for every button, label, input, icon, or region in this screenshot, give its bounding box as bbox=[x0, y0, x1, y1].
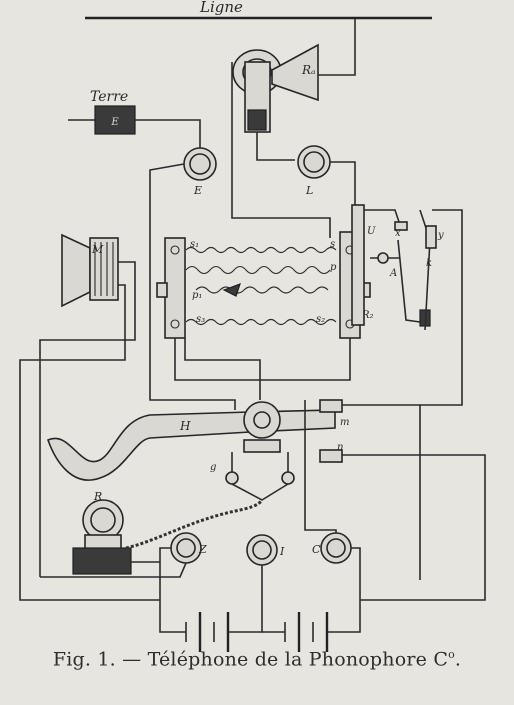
label-x: x bbox=[395, 228, 401, 239]
binding-post-i: I bbox=[246, 534, 285, 600]
label-r: R bbox=[93, 490, 102, 503]
label-u: U bbox=[367, 226, 376, 237]
label-m: M bbox=[91, 243, 104, 256]
label-m-contact: m bbox=[340, 417, 349, 428]
caption-fig-num: Fig. 1. bbox=[52, 648, 116, 671]
binding-post-e: E bbox=[183, 147, 217, 197]
label-i: I bbox=[279, 545, 285, 558]
label-p1: p₁ bbox=[192, 290, 202, 301]
hook-lever-h: H m n bbox=[47, 399, 486, 601]
label-z: Z bbox=[198, 543, 207, 556]
ground-terre: E Terre bbox=[68, 89, 201, 148]
label-l-post: L bbox=[305, 184, 313, 197]
label-s1: s₁ bbox=[190, 239, 199, 250]
binding-post-l: L bbox=[256, 132, 356, 205]
label-k: k bbox=[426, 258, 432, 269]
label-y: y bbox=[437, 230, 444, 241]
binding-post-z: Z bbox=[159, 532, 207, 600]
microphone-m: M bbox=[19, 233, 160, 601]
label-terre: Terre bbox=[90, 89, 128, 105]
label-s: s bbox=[330, 239, 335, 250]
label-s3: s₃ bbox=[196, 314, 205, 325]
label-c: C bbox=[312, 543, 321, 556]
caption-dash: — bbox=[122, 648, 142, 671]
battery bbox=[159, 600, 361, 652]
caption-superscript: o bbox=[448, 648, 455, 661]
label-a: A bbox=[389, 268, 397, 279]
terminals-g: g bbox=[210, 452, 295, 501]
label-s2: s₂ bbox=[316, 314, 325, 325]
label-e-ground: E bbox=[110, 117, 119, 128]
label-ra: Rₐ bbox=[301, 63, 316, 77]
caption-title: Téléphone de la Phonophore C bbox=[147, 648, 449, 671]
induction-coil: s₁ s p p₁ s₃ s₂ R₂ bbox=[156, 231, 374, 400]
receiver-ra: Rₐ bbox=[232, 18, 356, 133]
contact-springs: U x y A k bbox=[351, 204, 463, 406]
label-ligne: Ligne bbox=[199, 0, 243, 16]
caption-period: . bbox=[454, 648, 462, 671]
label-g: g bbox=[210, 462, 216, 473]
binding-post-c: C bbox=[312, 532, 361, 600]
label-r2: R₂ bbox=[361, 310, 374, 321]
bell-r: R bbox=[72, 490, 264, 575]
label-h: H bbox=[179, 419, 191, 433]
label-e-post: E bbox=[193, 184, 202, 197]
label-n: n bbox=[337, 442, 343, 453]
label-p: p bbox=[330, 262, 337, 273]
figure-caption: Fig. 1. — Téléphone de la Phonophore Co. bbox=[0, 648, 514, 670]
